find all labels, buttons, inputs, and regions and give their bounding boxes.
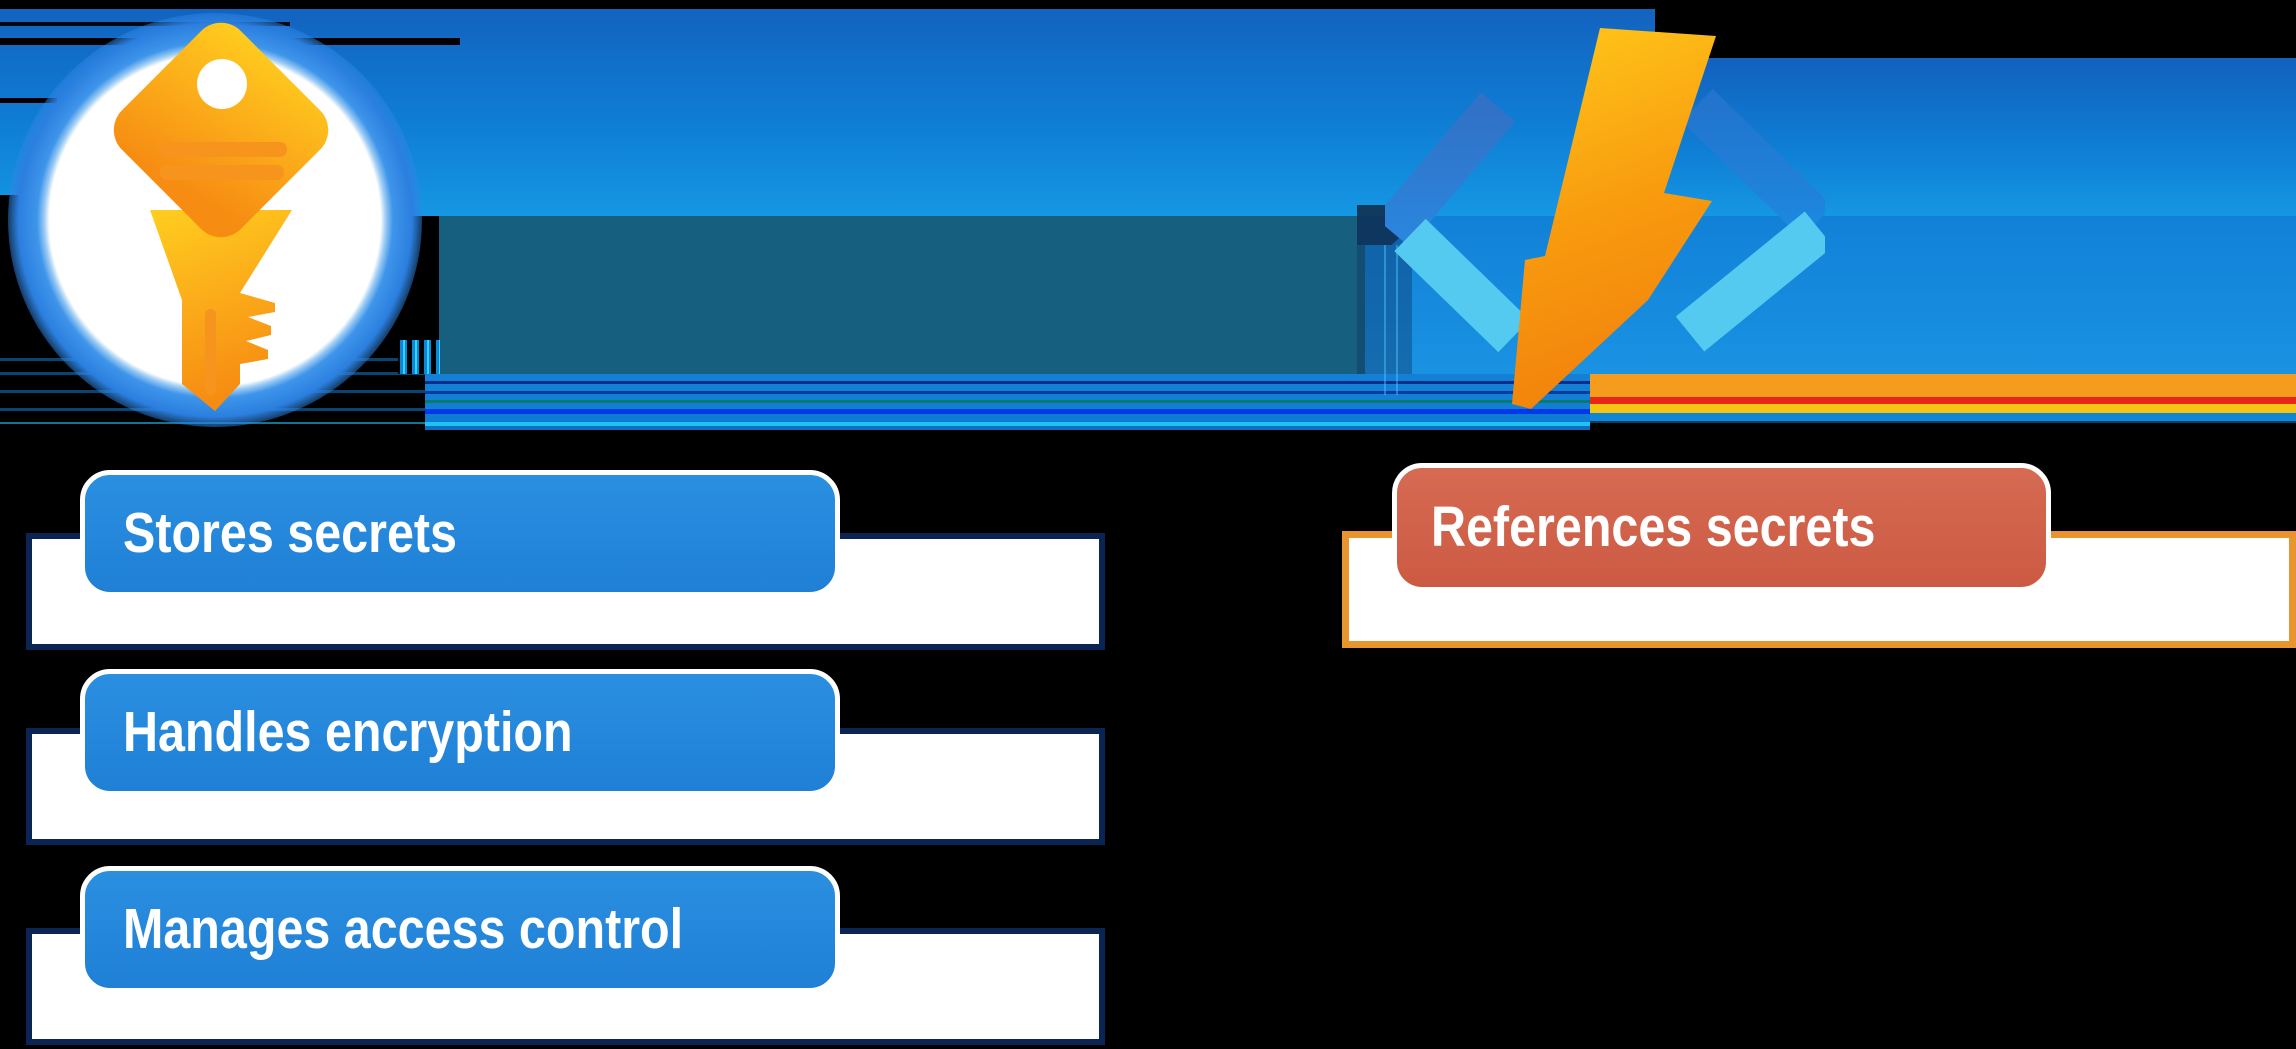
functions-feature-pill-references-secrets[interactable]: References secrets [1392, 463, 2051, 592]
streak-artifact [0, 0, 1655, 9]
bracket-shadow-tint [1357, 216, 1412, 374]
blue-stripe-band [425, 374, 1590, 430]
vertical-stripe-artifact [398, 340, 440, 374]
keyvault-feature-pill-handles-encryption[interactable]: Handles encryption [80, 669, 840, 796]
streak-artifact [0, 98, 57, 103]
teal-background-block [439, 216, 1365, 374]
feature-label: Handles encryption [123, 700, 573, 764]
azure-functions-icon [1385, 28, 1825, 409]
warm-stripe-band [1590, 374, 2296, 430]
feature-label: References secrets [1431, 495, 1876, 559]
feature-label: Manages access control [123, 897, 684, 961]
key-vault-icon [8, 13, 422, 427]
feature-label: Stores secrets [123, 501, 457, 565]
keyvault-feature-pill-manages-access-control[interactable]: Manages access control [80, 866, 840, 993]
keyvault-feature-pill-stores-secrets[interactable]: Stores secrets [80, 470, 840, 597]
streak-artifact [0, 22, 290, 26]
streak-hairline [1396, 245, 1398, 395]
streak-hairline [1384, 245, 1386, 395]
